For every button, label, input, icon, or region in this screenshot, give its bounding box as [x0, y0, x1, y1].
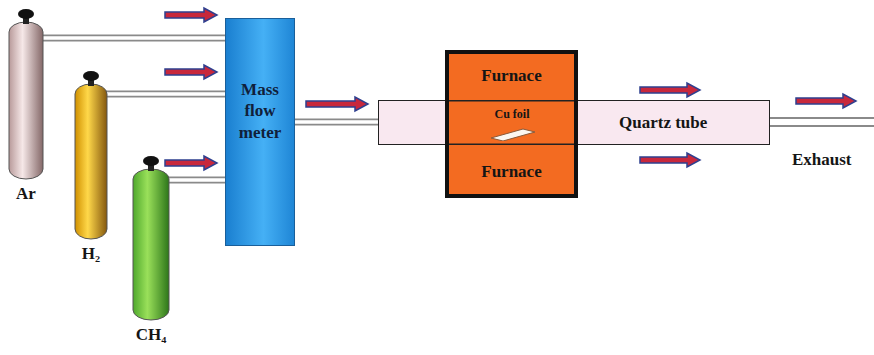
furnace: FurnaceFurnaceCu foil [445, 50, 578, 198]
node-label: Furnace [449, 162, 574, 182]
exhaust-pipe [770, 118, 874, 126]
node-label: Cu foil [479, 107, 545, 121]
cylinder-shape [132, 155, 170, 321]
cu-foil: Cu foil [479, 107, 545, 141]
gas-cylinder: CH₄ [132, 155, 170, 351]
node-label: CH₄ [136, 325, 167, 345]
node-label: Mass flow meter [229, 79, 291, 143]
node-label: Furnace [449, 66, 574, 86]
node-label: Quartz tube [619, 112, 707, 132]
cylinder-shape [8, 8, 44, 180]
gas-pipe [293, 122, 378, 123]
gas-pipe [168, 180, 225, 181]
exhaust-label: Exhaust [792, 150, 852, 170]
mass-flow-meter: Mass flow meter [225, 18, 295, 246]
cylinder-shape [74, 70, 108, 240]
gas-cylinder: H₂ [74, 70, 108, 276]
gas-pipe [42, 38, 225, 39]
gas-cylinder: Ar [8, 8, 44, 220]
node-label: Ar [16, 184, 36, 204]
gas-pipe [106, 94, 225, 95]
node-label: H₂ [82, 244, 100, 264]
